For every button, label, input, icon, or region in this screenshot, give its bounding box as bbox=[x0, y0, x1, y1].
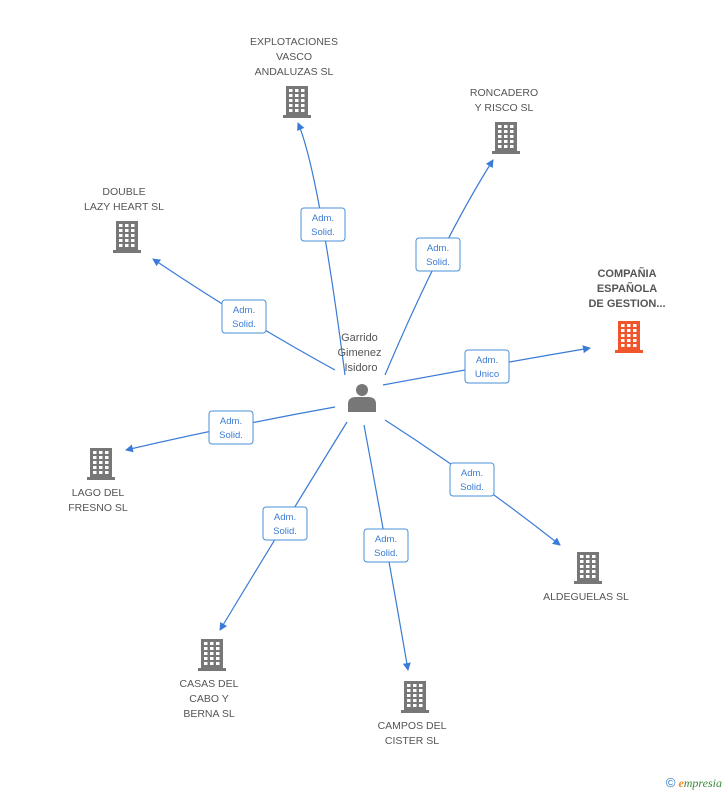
footer-brand: ©empresia bbox=[666, 775, 722, 791]
relation-badge: Adm.Unico bbox=[464, 349, 510, 384]
relation-badge: Adm.Solid. bbox=[221, 299, 267, 334]
brand-name: mpresia bbox=[683, 776, 722, 790]
svg-text:Adm.Solid.: Adm.Solid. bbox=[219, 416, 243, 441]
svg-text:Adm.Solid.: Adm.Solid. bbox=[232, 305, 256, 330]
relation-badge: Adm.Solid. bbox=[300, 207, 346, 242]
building-icon bbox=[615, 321, 643, 353]
relation-badge: Adm.Solid. bbox=[415, 237, 461, 272]
svg-text:Adm.Unico: Adm.Unico bbox=[475, 355, 499, 380]
relation-badge: Adm.Solid. bbox=[208, 410, 254, 445]
building-icon bbox=[283, 86, 311, 118]
relation-badge: Adm.Solid. bbox=[449, 462, 495, 497]
relation-badge: Adm.Solid. bbox=[262, 506, 308, 541]
company-node-aldeguelas[interactable]: ALDEGUELAS SL bbox=[543, 552, 629, 603]
person-icon bbox=[348, 384, 376, 412]
svg-text:Adm.Solid.: Adm.Solid. bbox=[311, 213, 335, 238]
building-icon bbox=[198, 639, 226, 671]
building-icon bbox=[87, 448, 115, 480]
edge-explotaciones bbox=[297, 122, 346, 376]
building-icon bbox=[574, 552, 602, 584]
relation-badge: Adm.Solid. bbox=[363, 528, 409, 563]
company-label[interactable]: ALDEGUELAS SL bbox=[543, 591, 629, 603]
brand-initial: e bbox=[678, 776, 684, 790]
svg-text:Adm.Solid.: Adm.Solid. bbox=[273, 512, 297, 537]
svg-text:Adm.Solid.: Adm.Solid. bbox=[374, 534, 398, 559]
copyright-icon: © bbox=[665, 775, 676, 790]
svg-text:Adm.Solid.: Adm.Solid. bbox=[426, 243, 450, 268]
building-icon bbox=[492, 122, 520, 154]
building-icon bbox=[401, 681, 429, 713]
center-person-node[interactable]: Garrido Gimenez Isidoro bbox=[337, 332, 384, 412]
building-icon bbox=[113, 221, 141, 253]
svg-text:Adm.Solid.: Adm.Solid. bbox=[460, 468, 484, 493]
center-person-label: Garrido Gimenez Isidoro bbox=[337, 332, 384, 374]
